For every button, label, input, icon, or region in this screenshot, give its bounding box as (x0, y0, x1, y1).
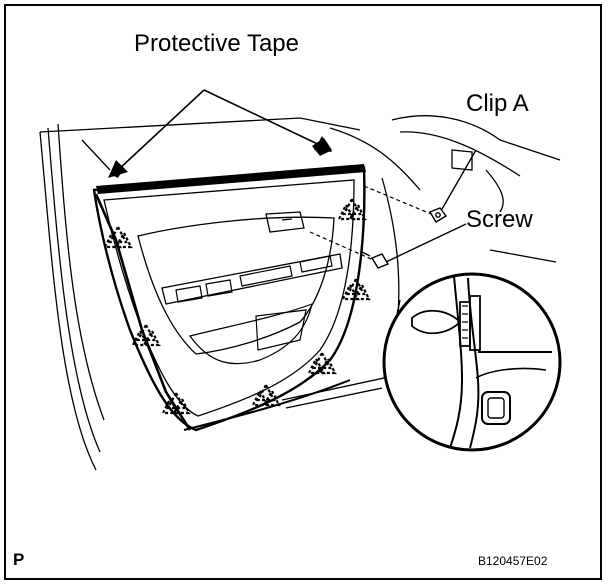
clip-a-part (428, 207, 448, 223)
clip-a-label: Clip A (466, 90, 529, 117)
vehicle-body-lines (39, 115, 561, 471)
clip-icon (307, 351, 337, 375)
corner-mark: P (13, 550, 25, 569)
clip-icon (131, 323, 161, 347)
screw-pointer (309, 223, 467, 263)
clip-icon (337, 197, 367, 221)
screw-label: Screw (466, 206, 533, 233)
protective-tape-label: Protective Tape (134, 30, 299, 57)
clip-markers (103, 197, 371, 415)
clip-icon (103, 225, 133, 249)
detail-leader-lines (281, 299, 401, 409)
figure-frame (4, 4, 602, 580)
clip-a-pointer (363, 149, 477, 217)
arrowhead-right (314, 136, 332, 152)
screw-part (361, 251, 390, 269)
figure-code: B120457E02 (478, 554, 548, 568)
arrowhead-left (108, 160, 128, 178)
clip-icon (251, 383, 281, 407)
protective-tape-arrows (117, 89, 327, 171)
detail-magnifier (382, 272, 562, 452)
